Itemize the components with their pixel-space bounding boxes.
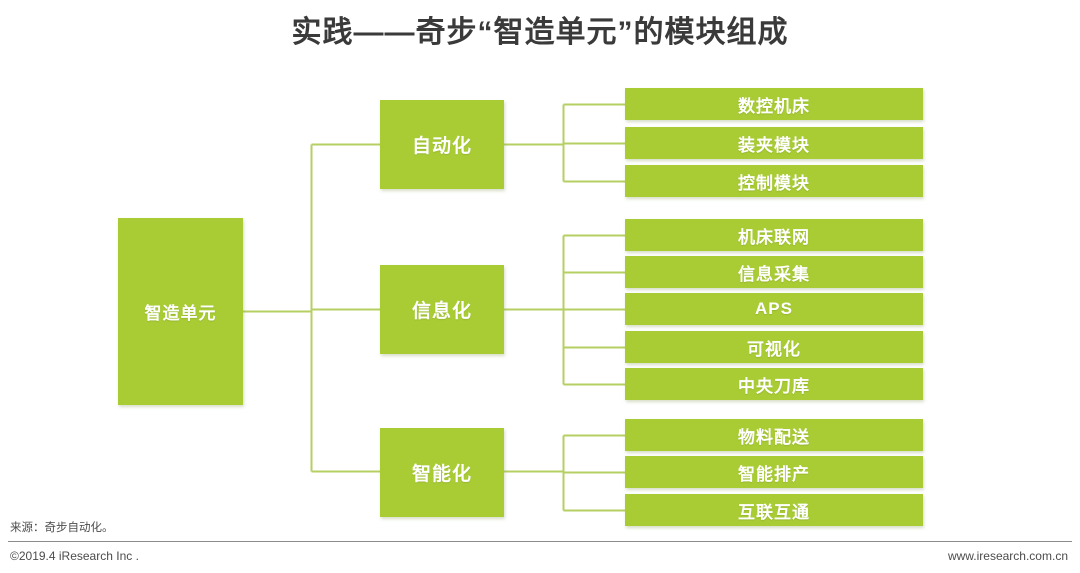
node-root[interactable]: 智造单元 bbox=[118, 218, 243, 405]
node-leaf[interactable]: 物料配送 bbox=[625, 419, 923, 451]
node-leaf[interactable]: APS bbox=[625, 293, 923, 325]
tree-connectors bbox=[243, 103, 625, 512]
footer-divider bbox=[8, 541, 1072, 542]
node-leaf[interactable]: 智能排产 bbox=[625, 456, 923, 488]
source-note: 来源：奇步自动化。 bbox=[10, 522, 114, 534]
node-leaf[interactable]: 装夹模块 bbox=[625, 127, 923, 159]
node-leaf[interactable]: 互联互通 bbox=[625, 494, 923, 526]
node-branch-automation[interactable]: 自动化 bbox=[380, 100, 504, 189]
copyright-text: ©2019.4 iResearch Inc . bbox=[10, 549, 139, 563]
node-leaf[interactable]: 机床联网 bbox=[625, 219, 923, 251]
page-title: 实践——奇步“智造单元”的模块组成 bbox=[291, 16, 789, 49]
node-leaf[interactable]: 控制模块 bbox=[625, 165, 923, 197]
node-branch-informatization[interactable]: 信息化 bbox=[380, 265, 504, 354]
node-leaf[interactable]: 数控机床 bbox=[625, 88, 923, 120]
node-leaf[interactable]: 信息采集 bbox=[625, 256, 923, 288]
website-url: www.iresearch.com.cn bbox=[947, 549, 1068, 563]
node-branch-intelligence[interactable]: 智能化 bbox=[380, 428, 504, 517]
node-leaf[interactable]: 可视化 bbox=[625, 331, 923, 363]
node-leaf[interactable]: 中央刀库 bbox=[625, 368, 923, 400]
